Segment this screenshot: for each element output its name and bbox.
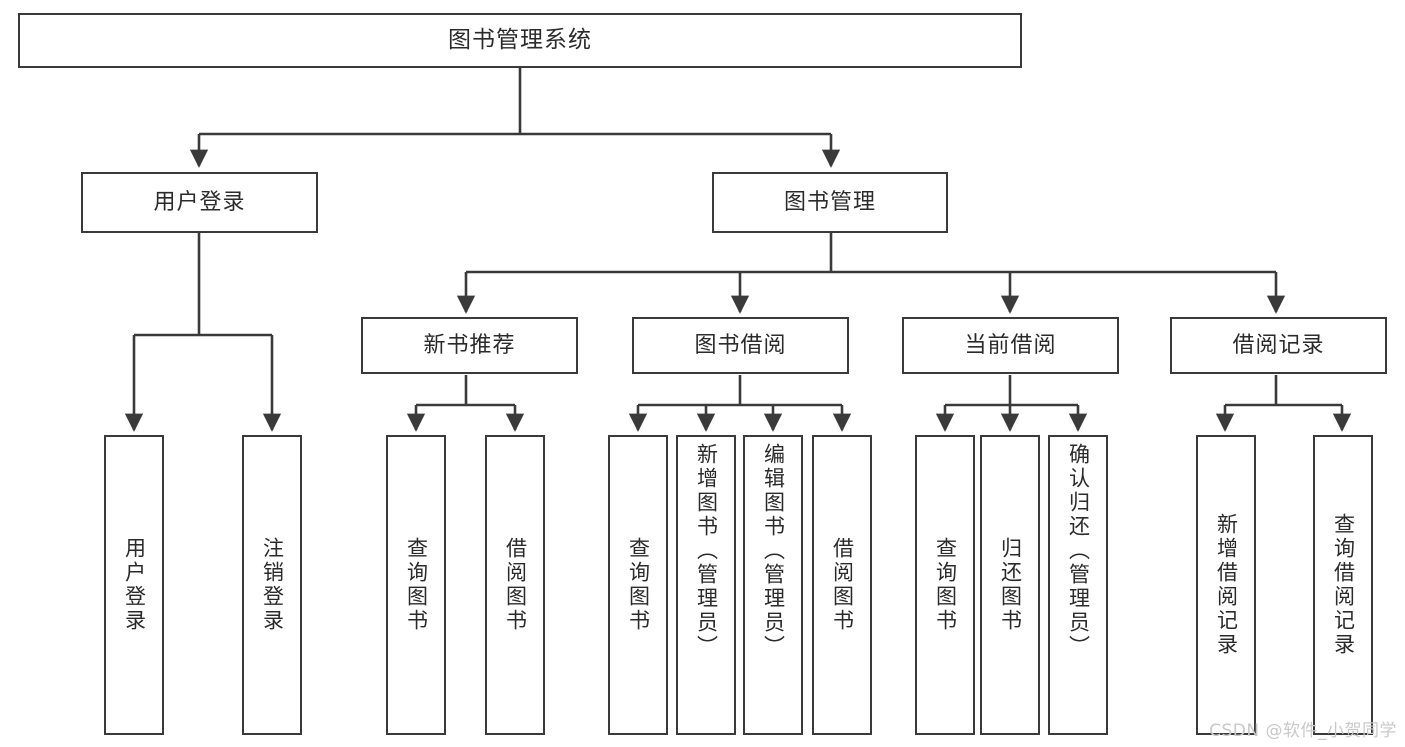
node-label: 确认归还（管理员） [1066,443,1091,659]
node-label: 查询借阅记录 [1331,513,1356,657]
node-label: 归还图书 [998,537,1023,633]
leaf-record-add-record[interactable]: 新增借阅记录 [1196,435,1256,735]
node-label: 新增借阅记录 [1214,513,1239,657]
node-label: 新增图书（管理员） [694,443,719,659]
node-current-borrow[interactable]: 当前借阅 [902,317,1119,374]
node-root-system[interactable]: 图书管理系统 [18,13,1022,68]
leaf-user-logout[interactable]: 注销登录 [242,435,302,735]
node-label: 用户登录 [153,189,246,215]
leaf-current-query-book[interactable]: 查询图书 [915,435,975,735]
node-user-login[interactable]: 用户登录 [81,172,318,233]
leaf-recommend-borrow-book[interactable]: 借阅图书 [485,435,545,735]
node-label: 图书管理系统 [448,26,592,53]
leaf-recommend-query-book[interactable]: 查询图书 [386,435,446,735]
leaf-current-confirm-return[interactable]: 确认归还（管理员） [1048,435,1108,735]
node-label: 注销登录 [260,537,285,633]
node-book-management[interactable]: 图书管理 [712,172,948,233]
node-label: 借阅图书 [503,537,528,633]
node-label: 图书借阅 [694,332,787,358]
node-label: 编辑图书（管理员） [761,443,786,659]
leaf-borrow-add-book[interactable]: 新增图书（管理员） [676,435,736,735]
node-label: 查询图书 [404,537,429,633]
node-label: 用户登录 [122,537,147,633]
watermark: CSDN @软件_小贺同学 [1209,721,1397,741]
node-new-book-recommend[interactable]: 新书推荐 [361,317,578,374]
leaf-current-return-book[interactable]: 归还图书 [980,435,1040,735]
leaf-borrow-borrow-book[interactable]: 借阅图书 [812,435,872,735]
leaf-record-query-record[interactable]: 查询借阅记录 [1313,435,1373,735]
node-label: 图书管理 [783,189,876,215]
node-label: 当前借阅 [964,332,1057,358]
node-label: 查询图书 [933,537,958,633]
node-label: 借阅图书 [830,537,855,633]
leaf-borrow-query-book[interactable]: 查询图书 [608,435,668,735]
leaf-user-login[interactable]: 用户登录 [104,435,164,735]
node-label: 查询图书 [626,537,651,633]
node-borrow-record[interactable]: 借阅记录 [1170,317,1387,374]
node-label: 新书推荐 [423,332,516,358]
node-label: 借阅记录 [1232,332,1325,358]
leaf-borrow-edit-book[interactable]: 编辑图书（管理员） [743,435,803,735]
node-book-borrow[interactable]: 图书借阅 [632,317,849,374]
